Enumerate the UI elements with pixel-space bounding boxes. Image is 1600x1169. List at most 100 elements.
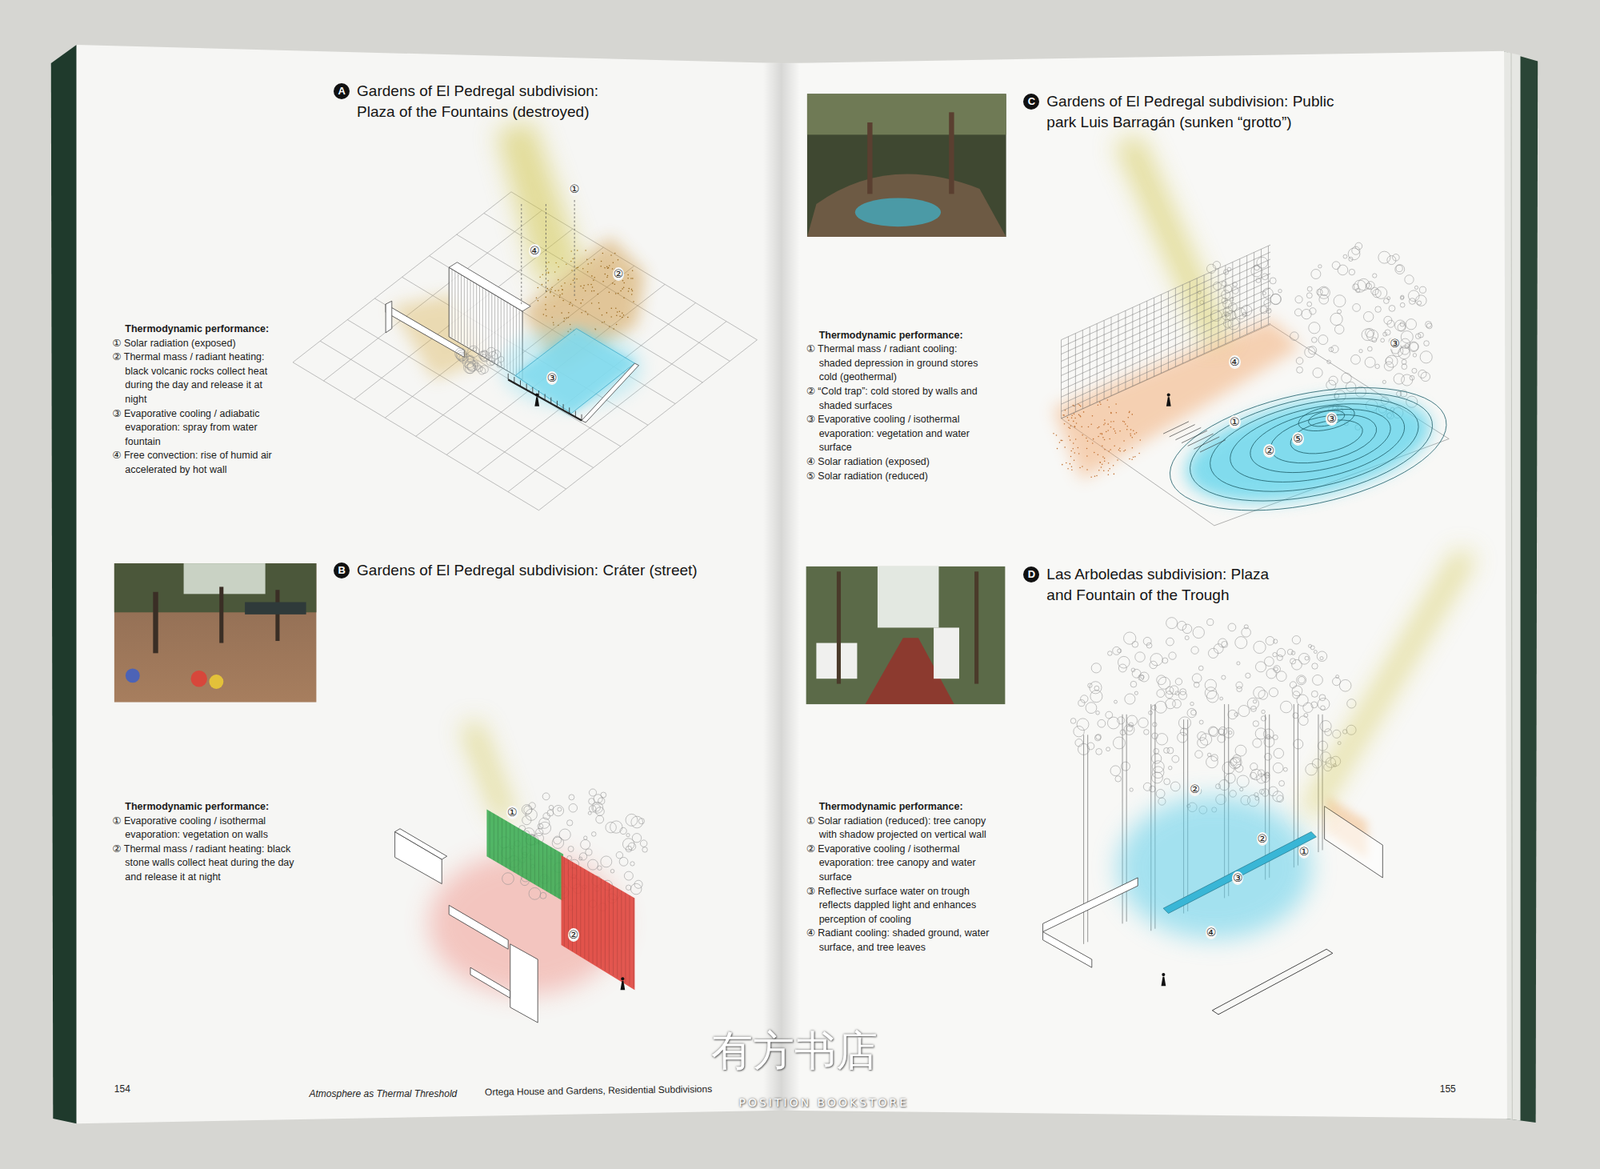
low-wall [385, 300, 392, 333]
vegetation [1364, 356, 1376, 368]
wall-hatch [564, 856, 565, 947]
vegetation [1400, 296, 1404, 300]
stipple [611, 308, 613, 310]
tree-canopy [1236, 775, 1249, 788]
tree-canopy [1127, 715, 1138, 726]
wall-hatch [584, 868, 585, 959]
stipple [601, 321, 604, 324]
tree-canopy [1207, 752, 1211, 756]
stipple [1052, 399, 1141, 478]
low-wall [1043, 877, 1139, 932]
tree-canopy [1138, 717, 1148, 728]
list-item: ② Thermal mass / radiant heating: black … [112, 350, 284, 407]
photograph [806, 566, 1006, 704]
list-heading: Thermodynamic performance: [112, 322, 284, 337]
performance-list: Thermodynamic performance:① Thermal mass… [806, 328, 992, 484]
stipple [1086, 455, 1088, 457]
tree-canopy [1296, 694, 1308, 706]
tree-canopy [1229, 790, 1237, 798]
page-edge [1502, 51, 1539, 1123]
stipple [1079, 415, 1081, 417]
shrub [459, 353, 469, 364]
vegetation [1397, 323, 1406, 332]
vegetation [1337, 309, 1342, 314]
tree-canopy [1232, 754, 1241, 763]
vegetation [1384, 316, 1392, 324]
tree-canopy [1266, 668, 1276, 679]
stipple [592, 279, 595, 281]
mesh-wall [1117, 313, 1119, 392]
tree-canopy [1320, 705, 1326, 711]
book-page [781, 51, 1508, 1119]
stipple [1087, 440, 1089, 442]
tree-canopy [1238, 705, 1250, 717]
stipple [1104, 457, 1106, 460]
vegetation [1401, 364, 1408, 370]
callout-number: ② [612, 267, 625, 281]
person [1161, 976, 1167, 986]
vegetation [1317, 286, 1330, 299]
mesh-wall [1061, 266, 1271, 362]
vegetation [1351, 354, 1361, 364]
tree-canopy [1252, 720, 1259, 727]
vegetation [559, 828, 571, 840]
stipple [612, 261, 615, 264]
tree-canopy [1148, 710, 1153, 715]
stipple [610, 254, 612, 256]
person [1167, 393, 1171, 397]
stipple [576, 278, 578, 280]
tree-canopy [1096, 748, 1103, 755]
wall-hatch [596, 876, 598, 966]
sun-ray [496, 120, 584, 288]
tree-canopy [1130, 680, 1137, 688]
stipple [1056, 434, 1058, 436]
stipple [598, 308, 600, 310]
vegetation [1405, 319, 1416, 330]
callout-tag: ② [612, 266, 625, 281]
vegetation [638, 818, 644, 824]
vegetation [1337, 264, 1348, 276]
tree-canopy [1310, 645, 1315, 650]
stipple [1067, 468, 1069, 470]
vegetation [540, 892, 547, 899]
stipple [1083, 411, 1085, 413]
tree-trunk [1084, 704, 1323, 944]
tree-canopy [1106, 747, 1111, 752]
stone-wall [561, 855, 636, 990]
tree-canopy [1273, 748, 1284, 758]
wall-hatch [608, 883, 610, 973]
vegetation [537, 823, 544, 829]
shrub [467, 362, 476, 372]
stipple [1108, 450, 1110, 452]
vegetation [597, 865, 603, 871]
tree-canopy [1305, 763, 1318, 776]
shrub [480, 365, 488, 374]
vegetation [1385, 355, 1398, 368]
callout-number: ④ [1228, 355, 1241, 369]
tree-canopy [1317, 697, 1330, 710]
tree-canopy [1175, 691, 1180, 696]
stipple [553, 295, 556, 297]
person [535, 393, 539, 397]
stipple [1100, 461, 1102, 464]
callout-number: ③ [546, 371, 559, 385]
tree-canopy [1206, 690, 1219, 703]
mesh-wall [1089, 327, 1091, 406]
stipple [1076, 422, 1078, 424]
stipple [557, 289, 560, 292]
tree-canopy [1283, 767, 1288, 772]
tree-canopy [1317, 740, 1328, 751]
tree-canopy [1266, 734, 1271, 739]
tree-canopy [1254, 792, 1259, 797]
vegetation [568, 804, 578, 813]
stipple [587, 313, 589, 316]
shrub [462, 356, 475, 368]
list-item: ① Solar radiation (reduced): tree canopy… [806, 814, 1003, 843]
photograph [244, 602, 307, 615]
stipple [628, 290, 630, 292]
stipple [1104, 419, 1106, 421]
panel-letter: C [1023, 93, 1040, 110]
vegetation [1318, 335, 1328, 345]
bench [1212, 948, 1333, 1015]
vegetation [1401, 374, 1413, 386]
